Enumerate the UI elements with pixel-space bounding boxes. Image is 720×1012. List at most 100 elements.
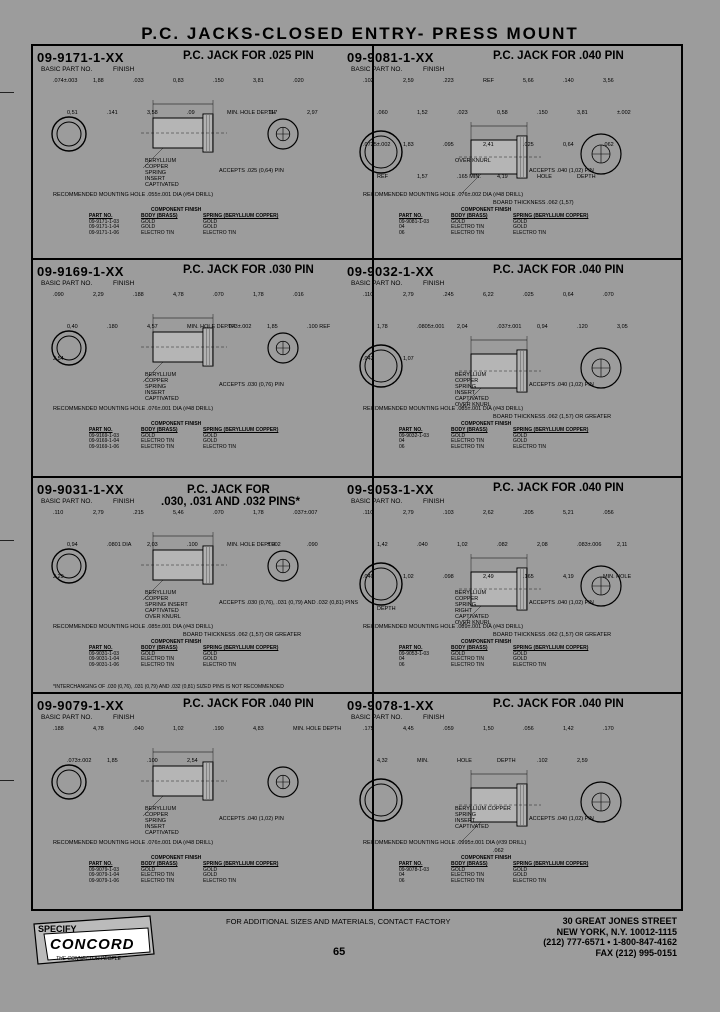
finish-label: FINISH <box>423 66 445 73</box>
component-label: OVER KNURL <box>455 158 491 164</box>
basic-part-label: BASIC PART NO. <box>351 280 403 287</box>
crop-mark <box>0 780 14 781</box>
spring-finger <box>592 577 610 595</box>
dimension-text: .180 <box>107 324 118 330</box>
table-cell: 09-9171-1-04 <box>89 224 120 231</box>
finish-column-header: SPRING (BERYLLIUM COPPER) <box>203 860 279 867</box>
table-cell: 09-9078-1-03 <box>399 866 430 873</box>
component-label: SPRING <box>145 818 167 824</box>
dimension-text: .082 <box>497 542 508 548</box>
dimension-text: 2,62 <box>483 510 494 516</box>
finish-table-header: PART NO.BODY (BRASS)SPRING (BERYLLIUM CO… <box>399 861 603 868</box>
end-view-inner <box>364 135 398 169</box>
finish-label: FINISH <box>423 714 445 721</box>
finish-table-header: PART NO.BODY (BRASS)SPRING (BERYLLIUM CO… <box>89 213 293 220</box>
logo-specify-text: SPECIFY <box>38 924 77 934</box>
dimension-text: 2,97 <box>307 110 318 116</box>
component-label: CAPTIVATED <box>455 824 489 830</box>
table-cell: ELECTRO TIN <box>451 224 484 231</box>
table-cell: GOLD <box>513 218 528 225</box>
finish-table-title: COMPONENT FINISH <box>151 855 202 861</box>
table-cell: ELECTRO TIN <box>203 444 236 451</box>
dimension-text: HOLE <box>537 174 552 180</box>
part-number: 09-9032-1-XX <box>347 264 434 279</box>
dimension-text: .083±.006 <box>577 542 602 548</box>
accepts-text: ACCEPTS .040 (1,02) PIN <box>529 600 594 606</box>
component-label: COPPER <box>455 596 479 602</box>
finish-column-header: BODY (BRASS) <box>141 860 178 867</box>
component-label: SPRING <box>455 384 477 390</box>
dimension-text: 1,78 <box>253 292 264 298</box>
dimension-text: .175 <box>363 726 374 732</box>
table-cell: GOLD <box>203 438 218 445</box>
end-view-outer <box>359 778 403 822</box>
board-thickness-text: BOARD THICKNESS .062 (1,57) OR GREATER <box>493 632 612 638</box>
table-cell: ELECTRO TIN <box>451 872 484 879</box>
mounting-hole-text: RECOMMENDED MOUNTING HOLE .0995±.001 DIA… <box>363 840 527 846</box>
end-view-outer <box>359 344 403 388</box>
dimension-text: .040 <box>417 542 428 548</box>
dimension-text: .100 <box>147 758 158 764</box>
component-label: RIGHT <box>455 608 473 614</box>
jack-drawing <box>51 100 299 169</box>
board-thickness-text: BOARD THICKNESS .062 (1,57) <box>493 200 574 206</box>
dimension-text: 5,66 <box>523 78 534 84</box>
dimension-text: .120 <box>577 324 588 330</box>
dimension-text: .060 <box>377 110 388 116</box>
spring-finger <box>276 775 290 789</box>
dimension-text: MIN. HOLE DEPTH <box>227 542 276 548</box>
dimension-text: 2,04 <box>457 324 468 330</box>
finish-table-title: COMPONENT FINISH <box>461 855 512 861</box>
dimension-text: .223 <box>443 78 454 84</box>
component-label: CAPTIVATED <box>455 396 489 402</box>
concord-logo: SPECIFY CONCORD THE CONNECTOR PEOPLE <box>30 914 158 974</box>
component-label: INSERT <box>455 818 476 824</box>
mounting-hole-text: RECOMMENDED MOUNTING HOLE .055±.001 DIA … <box>53 192 214 198</box>
dimension-text: 2,79 <box>403 510 414 516</box>
table-cell: 09-9079-1-04 <box>89 872 120 879</box>
dimension-text: 2,54 <box>53 356 64 362</box>
dimension-text: 1,07 <box>403 356 414 362</box>
dimension-text: 4,57 <box>147 324 158 330</box>
row-divider <box>33 476 681 478</box>
company-address: 30 GREAT JONES STREET NEW YORK, N.Y. 100… <box>505 916 677 958</box>
spring-finger <box>276 127 290 141</box>
component-label: INSERT <box>145 176 166 182</box>
dimension-text: 0,94 <box>537 324 548 330</box>
dimension-text: DEPTH <box>577 174 596 180</box>
end-view-inner <box>56 553 82 579</box>
finish-label: FINISH <box>423 280 445 287</box>
part-number: 09-9079-1-XX <box>37 698 124 713</box>
dimension-text: .110 <box>363 510 374 516</box>
table-cell: 04 <box>399 224 405 231</box>
dimension-text: .023 <box>457 110 468 116</box>
dimension-text: 5,46 <box>173 510 184 516</box>
address-line: FAX (212) 995-0151 <box>595 947 677 958</box>
basic-part-label: BASIC PART NO. <box>41 280 93 287</box>
finish-column-header: BODY (BRASS) <box>451 426 488 433</box>
table-cell: ELECTRO TIN <box>141 878 174 885</box>
component-label: BERYLLIUM <box>145 806 177 812</box>
dimension-text: 1,42 <box>377 542 388 548</box>
accepts-text: ACCEPTS .025 (0,64) PIN <box>219 168 284 174</box>
finish-table-title: COMPONENT FINISH <box>151 421 202 427</box>
dimension-text: .073±.002 <box>67 758 92 764</box>
table-cell: GOLD <box>513 432 528 439</box>
jack-drawing <box>359 770 622 843</box>
dimension-text: 1,85 <box>267 324 278 330</box>
finish-column-header: BODY (BRASS) <box>451 212 488 219</box>
finish-table-title: COMPONENT FINISH <box>151 639 202 645</box>
component-label: INSERT <box>145 824 166 830</box>
finish-label: FINISH <box>113 498 135 505</box>
dimension-text: 1,83 <box>403 142 414 148</box>
